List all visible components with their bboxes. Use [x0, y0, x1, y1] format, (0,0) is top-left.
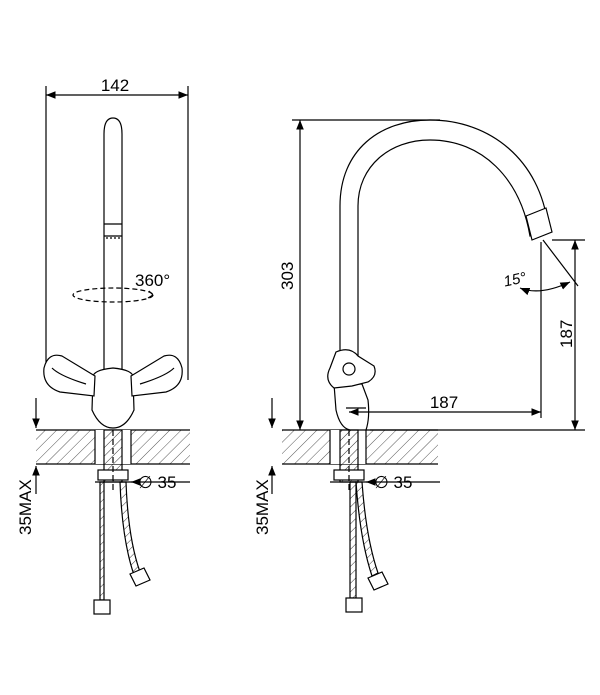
supply-hoses-side: [345, 481, 389, 613]
max-thickness-label-side: 35MAX: [253, 479, 272, 535]
faucet-body-side: [327, 349, 376, 431]
spout-height-dimension: [370, 239, 585, 431]
hose-nut-side-left: [345, 597, 363, 613]
spout-front: [103, 117, 123, 373]
aerator: [525, 207, 553, 241]
rotation-label: 360°: [135, 271, 170, 290]
spout-angle-label: 15°: [502, 269, 528, 290]
spout-reach-label: 187: [430, 393, 458, 412]
height-label: 303: [278, 262, 297, 290]
hose-nut-side-right: [367, 571, 389, 591]
max-thickness-label-front: 35MAX: [16, 479, 35, 535]
front-view: 142 360°: [16, 76, 190, 615]
side-view: 303 187 187 15° ∅ 35: [253, 119, 585, 613]
spout-reach-dimension: [349, 242, 542, 418]
mounting-shank-side: [333, 429, 365, 490]
right-handle: [130, 354, 183, 397]
supply-hoses-front: [93, 481, 151, 615]
hole-diameter-label-front: ∅ 35: [138, 473, 176, 492]
spout-height-label: 187: [557, 320, 576, 348]
faucet-body-front: [43, 354, 183, 429]
hose-nut-right: [129, 567, 151, 587]
hole-diameter-label-side: ∅ 35: [374, 473, 412, 492]
width-dimension: [45, 86, 189, 380]
height-dimension: [292, 119, 440, 430]
spout-angle-indicator: [519, 239, 579, 296]
hose-nut-left: [93, 599, 111, 615]
countertop-side: [282, 429, 438, 465]
left-handle: [43, 354, 96, 397]
rotation-indicator: [72, 287, 154, 303]
gooseneck-spout: [339, 119, 553, 373]
width-label: 142: [101, 76, 129, 95]
